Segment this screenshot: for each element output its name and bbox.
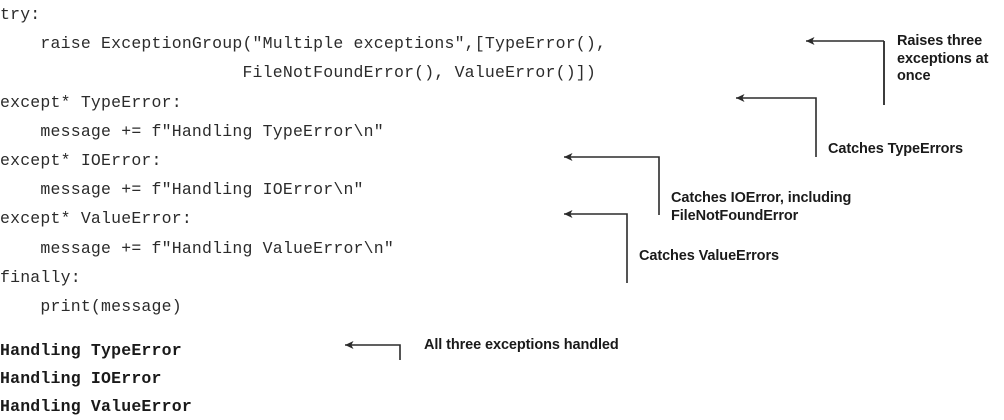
code-line: message += f"Handling TypeError\n"	[0, 121, 384, 141]
code-line: except* ValueError:	[0, 209, 192, 229]
callout-all-three-exceptions-handled: All three exceptions handled	[424, 337, 619, 353]
output-line: Handling IOError	[0, 369, 162, 388]
callout-catches-typeerrors: Catches TypeErrors	[828, 141, 963, 157]
leader-catches-typeerrors	[736, 94, 817, 157]
code-line: except* TypeError:	[0, 92, 182, 112]
code-line: message += f"Handling IOError\n"	[0, 180, 364, 200]
code-line: FileNotFoundError(), ValueError()])	[0, 63, 596, 83]
code-line: raise ExceptionGroup("Multiple exception…	[0, 34, 607, 54]
code-line: print(message)	[0, 297, 182, 317]
output-line: Handling ValueError	[0, 397, 192, 416]
code-line: message += f"Handling ValueError\n"	[0, 238, 394, 258]
leader-raises-three-exceptions-at-once	[806, 41, 885, 105]
program-output: Handling TypeError Handling IOError Hand…	[0, 337, 420, 420]
code-line: try:	[0, 5, 41, 24]
callout-raises-three-exceptions-at-once: Raises three exceptions at once	[897, 33, 989, 85]
callout-catches-ioerror-including-filenotfounderror: Catches IOError, including FileNotFoundE…	[671, 190, 852, 224]
callout-catches-valueerrors: Catches ValueErrors	[639, 248, 779, 264]
code-line: except* IOError:	[0, 151, 162, 171]
code-block: try: raise ExceptionGroup("Multiple exce…	[0, 5, 607, 317]
output-line: Handling TypeError	[0, 341, 182, 360]
code-line: finally:	[0, 267, 81, 287]
